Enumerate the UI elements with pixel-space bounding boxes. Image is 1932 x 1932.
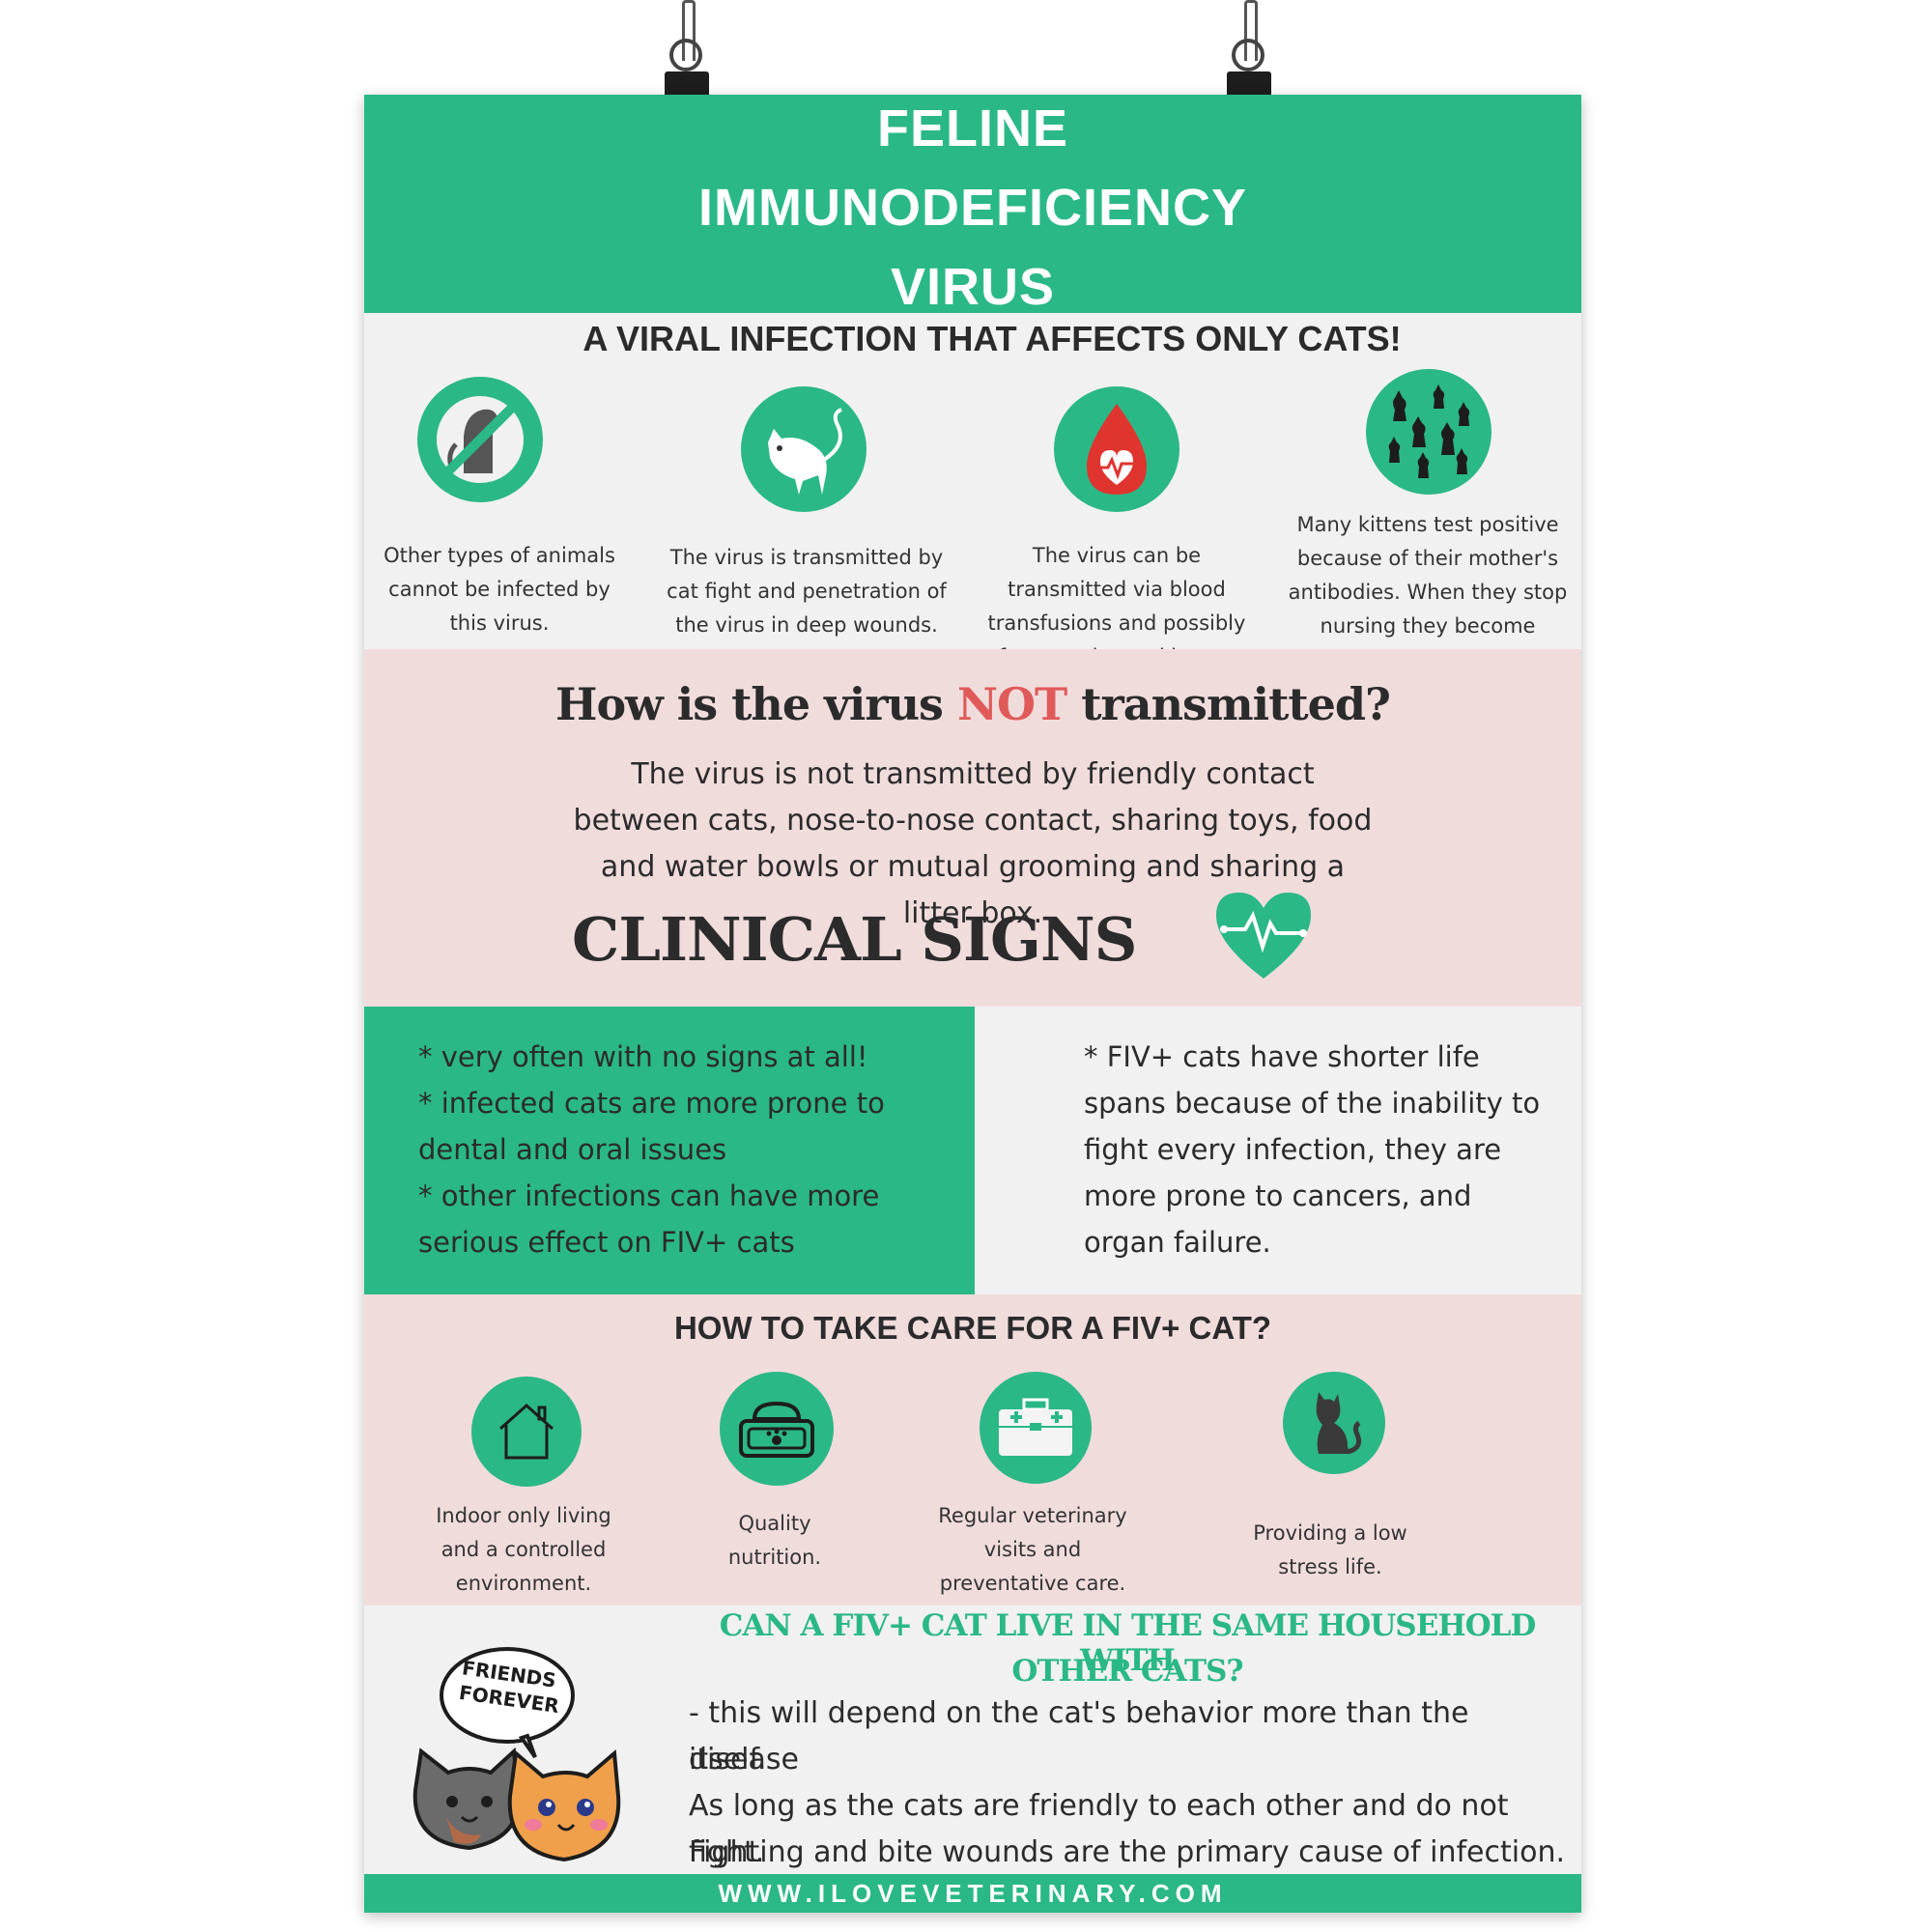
clinical-signs-left-panel <box>364 1007 975 1294</box>
footer-banner: WWW.ILOVEVETERINARY.COM <box>364 1874 1581 1913</box>
clinical-signs-heading: CLINICAL SIGNS <box>572 904 1137 975</box>
household-line-2: itself. <box>689 1743 767 1776</box>
care-heading: HOW TO TAKE CARE FOR A FIV+ CAT? <box>673 1310 1272 1346</box>
vet-kit-icon <box>980 1372 1092 1484</box>
title-line-1: FELINE <box>876 99 1068 157</box>
clinical-sign-2: * infected cats are more prone to dental… <box>418 1087 885 1166</box>
care-caption-4: Providing a low stress life. <box>1253 1521 1407 1578</box>
title-line-2: IMMUNODEFICIENCY <box>698 179 1247 237</box>
care-caption-2: Quality nutrition. <box>727 1512 822 1569</box>
household-heading-line-1: CAN A FIV+ CAT LIVE IN THE SAME HOUSEHOL… <box>719 1608 1537 1678</box>
friends-forever-illustration: FRIENDS FOREVER <box>408 1645 644 1882</box>
not-transmitted-body: The virus is not transmitted by friendly… <box>573 757 1373 930</box>
clinical-signs-right-panel <box>975 1007 1581 1294</box>
sitting-cat-icon <box>1283 1372 1385 1474</box>
clinical-sign-right: * FIV+ cats have shorter life spans beca… <box>1084 1040 1541 1259</box>
clinical-sign-3: * other infections can have more serious… <box>418 1179 880 1259</box>
fact-caption-1: Other types of animals cannot be infecte… <box>384 544 615 635</box>
household-line-1: - this will depend on the cat's behavior… <box>689 1696 1469 1776</box>
not-transmitted-heading-post: transmitted? <box>1066 678 1391 730</box>
not-transmitted-section <box>364 649 1581 1007</box>
not-transmitted-heading-pre: How is the virus <box>555 678 957 730</box>
care-caption-1: Indoor only living and a controlled envi… <box>436 1504 611 1595</box>
care-caption-3: Regular veterinary visits and preventati… <box>938 1504 1127 1595</box>
not-transmitted-heading-highlight: NOT <box>956 678 1067 730</box>
title-banner: FELINE IMMUNODEFICIENCY VIRUS <box>364 95 1581 316</box>
no-animals-icon <box>417 377 543 502</box>
footer-website: WWW.ILOVEVETERINARY.COM <box>718 1879 1228 1908</box>
blood-drop-icon <box>1054 386 1179 512</box>
household-heading-line-2: OTHER CATS? <box>1011 1654 1243 1689</box>
subtitle: A VIRAL INFECTION THAT AFFECTS ONLY CATS… <box>582 319 1402 358</box>
household-line-3: As long as the cats are friendly to each… <box>689 1789 1509 1869</box>
household-line-4: Fighting and bite wounds are the primary… <box>689 1835 1565 1869</box>
cat-icon <box>741 386 867 512</box>
house-icon <box>471 1377 582 1487</box>
clinical-sign-1: * very often with no signs at all! <box>418 1040 868 1073</box>
title-line-3: VIRUS <box>890 258 1056 316</box>
food-bowl-icon <box>720 1372 834 1486</box>
kittens-icon <box>1366 369 1492 495</box>
poster: FELINE IMMUNODEFICIENCY VIRUS A VIRAL IN… <box>364 95 1581 1913</box>
not-transmitted-heading: How is the virus NOT transmitted? <box>364 678 1581 730</box>
heartbeat-icon <box>1210 887 1317 983</box>
fact-caption-2: The virus is transmitted by cat fight an… <box>667 546 947 637</box>
